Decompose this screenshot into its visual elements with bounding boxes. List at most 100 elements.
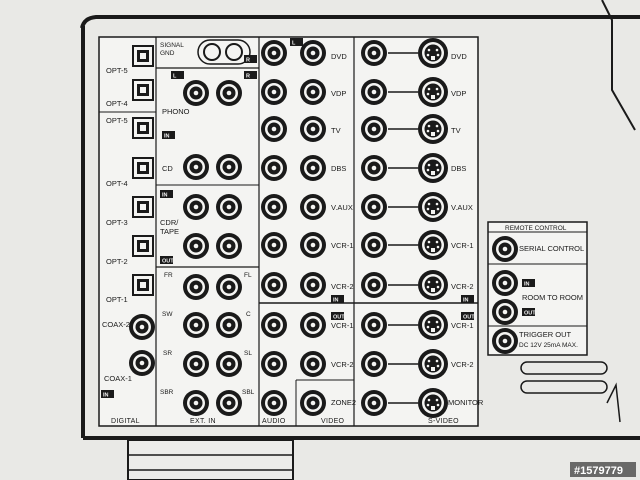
coax-label: COAX-2 (102, 320, 130, 329)
coax-jack[interactable] (129, 314, 155, 340)
room-to-room-in-jack[interactable] (492, 270, 518, 296)
video-jack[interactable] (361, 390, 387, 416)
audio-jack[interactable] (183, 80, 209, 106)
video-jack[interactable] (361, 155, 387, 181)
optical-jack[interactable] (132, 274, 154, 296)
audio-jack[interactable] (300, 116, 326, 142)
out-tag: OUT (331, 312, 345, 321)
left-tag: L (290, 38, 303, 47)
audio-jack[interactable] (300, 312, 326, 338)
coax-jack[interactable] (129, 350, 155, 376)
optical-jack[interactable] (132, 117, 154, 139)
s-video-jack[interactable] (418, 153, 448, 183)
audio-jack[interactable] (300, 40, 326, 66)
audio-jack[interactable] (261, 155, 287, 181)
audio-jack[interactable] (300, 232, 326, 258)
audio-jack[interactable] (183, 194, 209, 220)
s-video-jack[interactable] (418, 388, 448, 418)
optical-jack[interactable] (132, 196, 154, 218)
video-jack[interactable] (361, 194, 387, 220)
opt-label: OPT-5 (106, 66, 128, 75)
edge-mark (606, 382, 621, 423)
ch-label: SR (163, 350, 172, 357)
room-to-room-out-jack[interactable] (492, 299, 518, 325)
audio-jack[interactable] (261, 194, 287, 220)
s-video-jack[interactable] (418, 270, 448, 300)
video-jack[interactable] (361, 312, 387, 338)
audio-jack[interactable] (300, 79, 326, 105)
trigger-spec-label: DC 12V 25mA MAX. (519, 342, 578, 349)
video-jack[interactable] (361, 116, 387, 142)
video-jack[interactable] (361, 79, 387, 105)
svideo-in-label: V.AUX (451, 203, 473, 212)
ch-label: SL (244, 350, 252, 357)
audio-jack[interactable] (261, 390, 287, 416)
audio-jack[interactable] (183, 154, 209, 180)
zone2-jack[interactable] (300, 390, 326, 416)
audio-jack[interactable] (183, 312, 209, 338)
audio-jack[interactable] (261, 40, 287, 66)
svg-text:IN: IN (103, 393, 109, 399)
audio-jack[interactable] (183, 274, 209, 300)
audio-jack[interactable] (216, 351, 242, 377)
serial-control-jack[interactable] (492, 236, 518, 262)
audio-jack[interactable] (216, 80, 242, 106)
optical-jack[interactable] (132, 235, 154, 257)
s-video-jack[interactable] (418, 77, 448, 107)
video-jack[interactable] (361, 272, 387, 298)
svg-text:OUT: OUT (524, 311, 536, 317)
audio-jack[interactable] (261, 232, 287, 258)
svg-text:L: L (292, 41, 296, 47)
audio-jack[interactable] (300, 272, 326, 298)
trigger-out-jack[interactable] (492, 328, 518, 354)
audio-jack[interactable] (216, 233, 242, 259)
svg-text:R: R (246, 58, 250, 64)
audio-jack[interactable] (183, 233, 209, 259)
video-jack[interactable] (361, 40, 387, 66)
audio-jack[interactable] (216, 274, 242, 300)
svg-text:IN: IN (164, 134, 170, 140)
svideo-in-label: VDP (451, 89, 466, 98)
audio-jack[interactable] (216, 194, 242, 220)
video-jack[interactable] (361, 232, 387, 258)
audio-jack[interactable] (261, 116, 287, 142)
room-to-room-label: ROOM TO ROOM (522, 293, 583, 302)
audio-jack[interactable] (261, 312, 287, 338)
s-video-jack[interactable] (418, 230, 448, 260)
ch-label: SBL (242, 389, 255, 396)
right-tag: R (244, 71, 257, 80)
video-in-label: DBS (331, 164, 346, 173)
s-video-jack[interactable] (418, 192, 448, 222)
video-jack[interactable] (361, 351, 387, 377)
svg-text:IN: IN (333, 298, 339, 304)
audio-jack[interactable] (261, 79, 287, 105)
audio-jack[interactable] (216, 390, 242, 416)
gnd-terminal (197, 39, 251, 65)
svideo-in-label: VCR-1 (451, 241, 474, 250)
optical-jack[interactable] (132, 79, 154, 101)
remote-title: REMOTE CONTROL (505, 225, 567, 232)
gnd-screw (225, 43, 243, 61)
s-video-jack[interactable] (418, 38, 448, 68)
audio-jack[interactable] (261, 351, 287, 377)
svg-text:OUT: OUT (333, 315, 345, 321)
audio-jack[interactable] (300, 351, 326, 377)
audio-jack[interactable] (300, 194, 326, 220)
audio-jack[interactable] (261, 272, 287, 298)
optical-jack[interactable] (132, 157, 154, 179)
opt-label: OPT-3 (106, 218, 128, 227)
audio-jack[interactable] (183, 390, 209, 416)
svg-text:IN: IN (162, 193, 168, 199)
svideo-out-label: VCR-1 (451, 321, 474, 330)
audio-jack[interactable] (216, 312, 242, 338)
optical-jack[interactable] (132, 45, 154, 67)
s-video-jack[interactable] (418, 114, 448, 144)
audio-jack[interactable] (300, 155, 326, 181)
watermark-id: #1579779 (574, 465, 623, 477)
s-video-jack[interactable] (418, 310, 448, 340)
s-video-jack[interactable] (418, 349, 448, 379)
audio-jack[interactable] (216, 154, 242, 180)
gnd-label: GND (160, 50, 175, 57)
audio-jack[interactable] (183, 351, 209, 377)
